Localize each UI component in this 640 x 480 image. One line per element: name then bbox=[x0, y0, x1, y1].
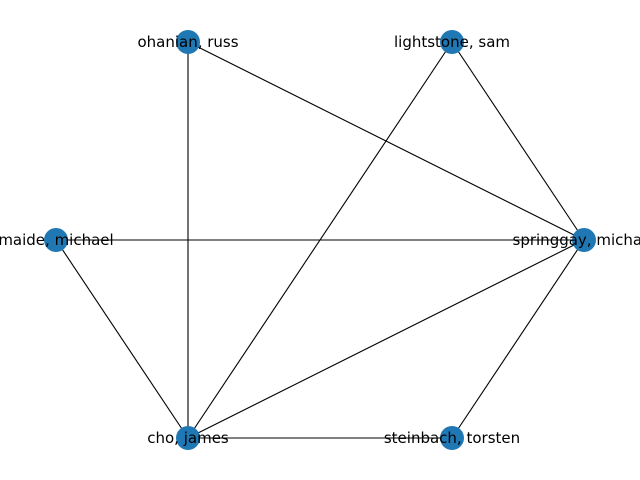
node-maide bbox=[44, 228, 68, 252]
node-ohanian bbox=[176, 30, 200, 54]
node-label-lightstone: lightstone, sam bbox=[394, 33, 510, 51]
edge-lightstone-springgay bbox=[451, 41, 585, 241]
node-label-maide: maide, michael bbox=[0, 231, 114, 249]
edge-springgay-cho bbox=[187, 239, 585, 439]
edges-layer bbox=[55, 41, 585, 439]
node-label-springgay: springgay, michael bbox=[513, 231, 640, 249]
node-label-steinbach: steinbach, torsten bbox=[384, 429, 520, 447]
edge-springgay-steinbach bbox=[451, 239, 585, 439]
node-label-cho: cho, james bbox=[147, 429, 229, 447]
node-cho bbox=[176, 426, 200, 450]
node-springgay bbox=[572, 228, 596, 252]
node-lightstone bbox=[440, 30, 464, 54]
node-label-ohanian: ohanian, russ bbox=[137, 33, 238, 51]
node-steinbach bbox=[440, 426, 464, 450]
edge-maide-cho bbox=[55, 239, 189, 439]
nodes-layer bbox=[44, 30, 596, 450]
labels-layer: ohanian, russ lightstone, sam springgay, m… bbox=[0, 33, 640, 447]
